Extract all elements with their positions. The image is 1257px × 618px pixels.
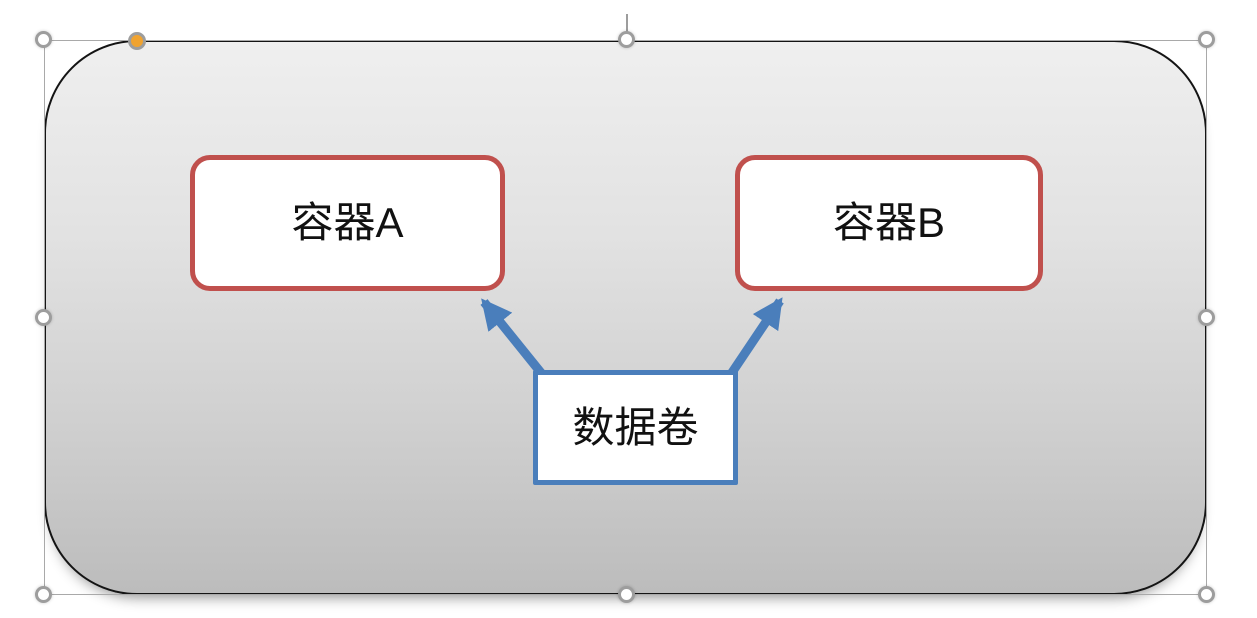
selection-handle-bottom-right[interactable] (1198, 586, 1215, 603)
rotation-handle-stem (626, 14, 628, 32)
outer-rounded-rectangle-shape[interactable] (44, 40, 1207, 595)
selection-handle-bottom-middle[interactable] (618, 586, 635, 603)
arrow-volume-to-container-b[interactable] (727, 297, 784, 377)
node-container-a-label: 容器A (291, 199, 404, 246)
node-data-volume-label: 数据卷 (572, 403, 699, 451)
selection-handle-top-middle[interactable] (618, 31, 635, 48)
node-data-volume[interactable]: 数据卷 (533, 370, 738, 485)
selection-handle-middle-right[interactable] (1198, 309, 1215, 326)
corner-radius-adjustment-handle[interactable] (128, 32, 146, 50)
selection-handle-middle-left[interactable] (35, 309, 52, 326)
selection-handle-bottom-left[interactable] (35, 586, 52, 603)
arrow-volume-to-container-a[interactable] (480, 298, 546, 377)
node-container-b[interactable]: 容器B (735, 155, 1043, 291)
node-container-a[interactable]: 容器A (190, 155, 505, 291)
selection-handle-top-right[interactable] (1198, 31, 1215, 48)
selection-handle-top-left[interactable] (35, 31, 52, 48)
node-container-b-label: 容器B (832, 199, 945, 246)
